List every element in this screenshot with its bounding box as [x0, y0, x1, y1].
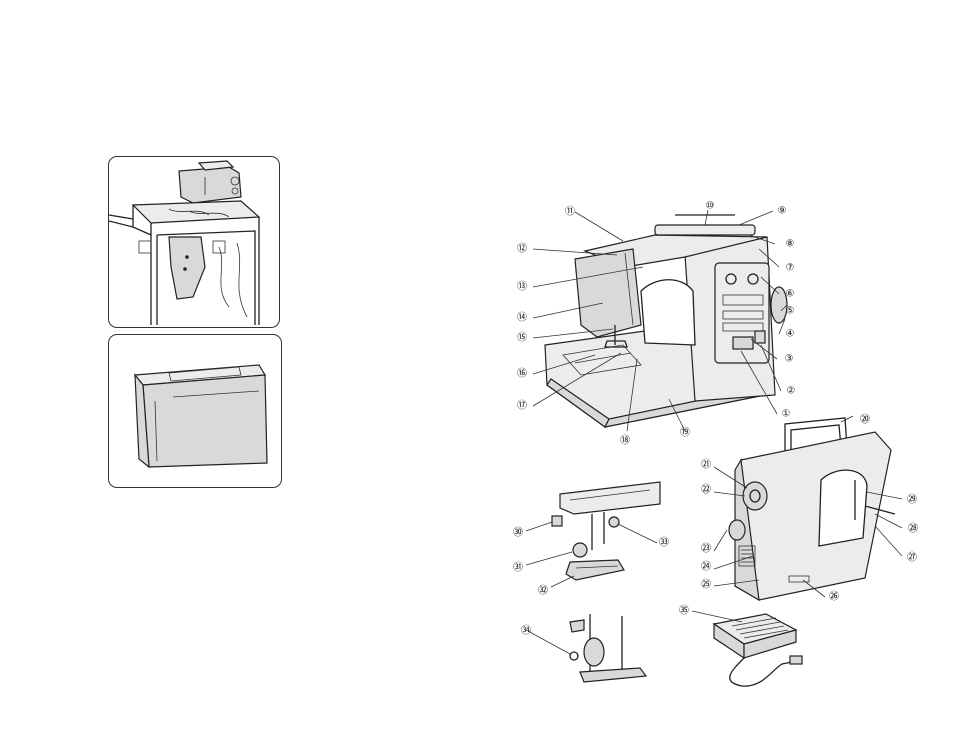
callout-5: ⑤: [786, 306, 795, 317]
callout-25: ㉕: [701, 579, 711, 591]
callout-23: ㉓: [701, 543, 711, 555]
callout-24: ㉔: [701, 561, 711, 573]
callout-20: ⑳: [860, 414, 870, 426]
callout-9: ⑨: [778, 206, 787, 217]
callout-11: ⑪: [565, 206, 575, 218]
callout-31: ㉛: [513, 562, 523, 574]
callout-3: ③: [785, 354, 794, 365]
callout-17: ⑰: [517, 400, 527, 412]
callout-34: ㉞: [521, 625, 531, 637]
machine-on-cabinet-illustration: [109, 157, 279, 327]
callout-15: ⑮: [517, 332, 527, 344]
foot-controller-callouts: ㉟: [672, 600, 832, 695]
callout-14: ⑭: [517, 312, 527, 324]
callout-4: ④: [786, 329, 795, 340]
callout-27: ㉗: [907, 552, 917, 564]
callout-19: ⑲: [680, 427, 690, 439]
callout-28: ㉘: [908, 523, 918, 535]
callout-32: ㉜: [538, 585, 548, 597]
carrying-case-panel: [108, 334, 282, 488]
callout-2: ②: [787, 386, 796, 397]
callout-35: ㉟: [679, 605, 689, 617]
callout-22: ㉒: [701, 484, 711, 496]
callout-16: ⑯: [517, 368, 527, 380]
presser-foot-callouts: ㉚ ㉛ ㉜ ㉝: [510, 480, 670, 600]
callout-33: ㉝: [659, 537, 669, 549]
machine-on-cabinet-panel: [108, 156, 280, 328]
callout-8: ⑧: [786, 239, 795, 250]
carrying-case-illustration: [109, 335, 281, 487]
needle-threader-callouts: ㉞: [510, 610, 660, 685]
callout-29: ㉙: [907, 494, 917, 506]
rear-callouts: ⑳ ㉑ ㉒ ㉓ ㉔ ㉕ ㉖ ㉙ ㉘ ㉗: [695, 410, 925, 610]
callout-18: ⑱: [620, 435, 630, 447]
callout-12: ⑫: [517, 243, 527, 255]
callout-10: ⑩: [706, 201, 715, 212]
callout-21: ㉑: [701, 459, 711, 471]
callout-7: ⑦: [786, 263, 795, 274]
callout-30: ㉚: [513, 527, 523, 539]
callout-13: ⑬: [517, 281, 527, 293]
callout-6: ⑥: [786, 289, 795, 300]
